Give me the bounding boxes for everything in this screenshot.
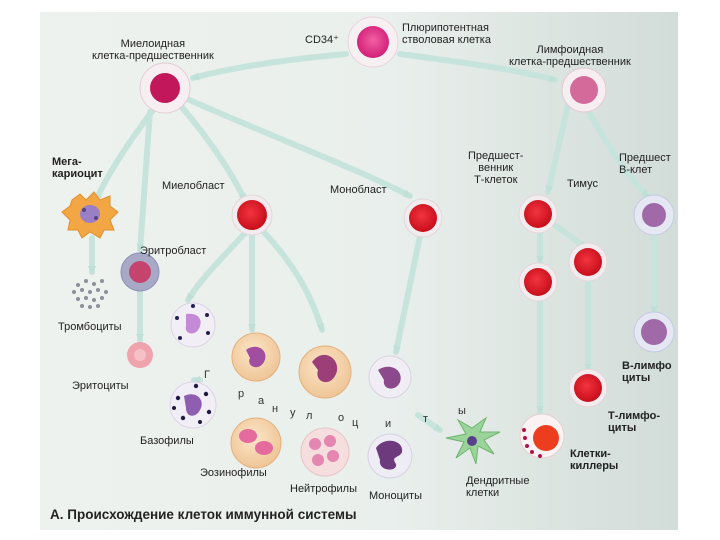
myeloid-label: Миелоидная клетка-предшественник [92, 38, 214, 62]
thymus-label: Тимус [567, 178, 598, 190]
myeloblast-label: Миелобласт [162, 180, 225, 192]
granulocyte-letter: а [258, 395, 265, 407]
thymus-t-cell [568, 242, 608, 282]
monoblast-label: Монобласт [330, 184, 387, 196]
erythrocyte-cell [127, 342, 153, 368]
megakaryocyte-cell [61, 191, 119, 239]
right-margin [678, 0, 720, 540]
eosinophils-label: Эозинофилы [200, 467, 267, 479]
basophil-precursor-cell [170, 302, 216, 348]
t-precursor-label: Предшест- венник Т-клеток [468, 150, 524, 186]
granulocyte-letter: ц [352, 417, 359, 429]
t-lymphocyte-cell [568, 368, 608, 408]
basophils-label: Базофилы [140, 435, 194, 447]
platelets [72, 279, 108, 309]
granulocyte-letter: у [290, 407, 296, 419]
granulocyte-letter: о [338, 412, 345, 424]
figure-caption: А. Происхождение клеток иммунной системы [50, 507, 357, 522]
monocyte-precursor-cell [368, 355, 412, 399]
b-precursor-label: Предшест В-клет [619, 152, 671, 176]
monocyte-cell [367, 433, 413, 479]
t-cell-left-1 [518, 262, 558, 302]
platelets-label: Тромбоциты [58, 321, 122, 333]
t-precursor-cell [518, 194, 558, 234]
erythrocytes-label: Эритоциты [72, 380, 129, 392]
basophil-cell [169, 381, 217, 429]
monocytes-label: Моноциты [369, 490, 422, 502]
erythroblast-cell [120, 252, 160, 292]
granulocyte-letter: и [385, 418, 392, 430]
lymphoid-progenitor-cell [561, 67, 607, 113]
granulocyte-letter: н [272, 403, 279, 415]
myeloid-progenitor-cell [139, 62, 191, 114]
lineage-arrows [88, 51, 658, 433]
t-lymphocytes-label: Т-лимфо- циты [608, 410, 660, 434]
eosinophil-cell [230, 417, 282, 469]
granulocyte-letter: р [238, 388, 245, 400]
granulocyte-letter: л [306, 410, 313, 422]
neutrophil-cell [300, 427, 350, 477]
killers-label: Клетки- киллеры [570, 448, 619, 472]
granulocyte-letter: ы [458, 405, 466, 417]
cd34-label: CD34⁺ [305, 34, 339, 46]
b-precursor-cell [633, 194, 675, 236]
granulocyte-letter: Г [204, 369, 210, 381]
monoblast-cell [403, 198, 443, 238]
b-lymphocytes-label: В-лимфо циты [622, 360, 672, 384]
stem-cell [347, 16, 399, 68]
megakaryocyte-label: Мега- кариоцит [52, 156, 103, 180]
b-lymphocyte-cell [633, 311, 675, 353]
granulocyte-letter: т [423, 413, 429, 425]
dendritic-cell [445, 416, 501, 465]
lymphoid-label: Лимфоидная клетка-предшественник [509, 44, 631, 68]
dendritic-label: Дендритные клетки [466, 475, 530, 499]
eosinophil-precursor-cell [231, 332, 281, 382]
neutrophils-label: Нейтрофилы [290, 483, 357, 495]
myeloblast-cell [231, 194, 273, 236]
killer-cell [519, 413, 565, 459]
stem-cell-label: Плюрипотентная стволовая клетка [402, 22, 491, 46]
neutrophil-precursor-cell [298, 345, 352, 399]
erythroblast-label: Эритробласт [140, 245, 207, 257]
